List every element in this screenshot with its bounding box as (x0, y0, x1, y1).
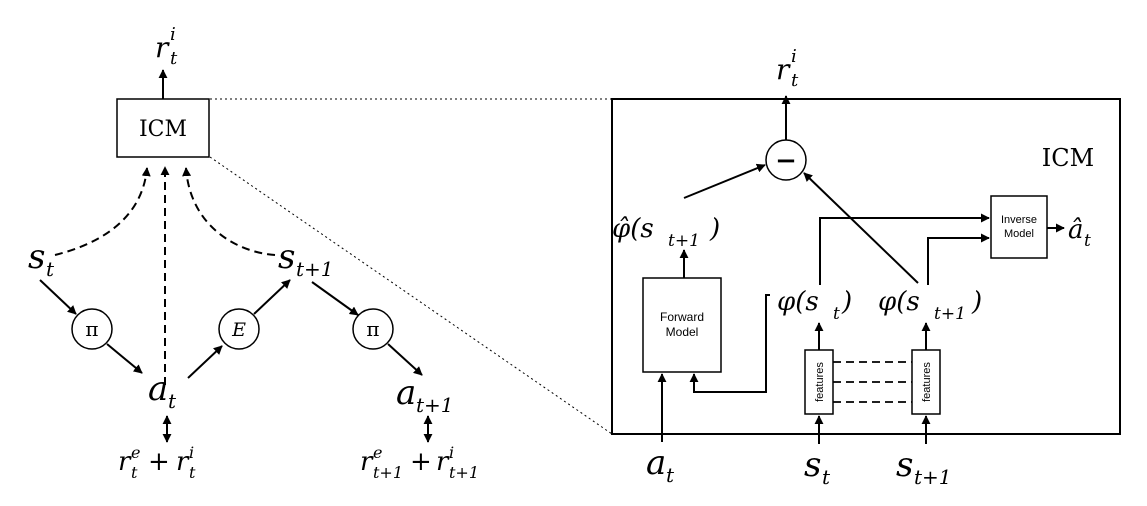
svg-text:t: t (46, 257, 55, 281)
right-phi-hat: φ̂(s t+1 ) (612, 214, 720, 251)
svg-text:r: r (155, 31, 170, 64)
right-predicted-action: â t (1068, 215, 1091, 251)
svg-text:φ(s: φ(s (878, 287, 920, 317)
svg-text:a: a (396, 373, 416, 413)
svg-text:t: t (1084, 231, 1091, 251)
svg-text:t+1: t+1 (296, 257, 334, 281)
svg-text:r: r (176, 447, 190, 477)
svg-text:t+1: t+1 (416, 393, 454, 417)
left-action-at1: a t+1 (396, 373, 454, 417)
left-environment-node (218, 308, 260, 350)
svg-text:r: r (360, 447, 374, 477)
right-phi-st: φ(s t ) (777, 287, 852, 324)
right-difference-node (765, 139, 807, 181)
svg-text:t: t (833, 304, 840, 324)
left-top-reward: r i t (155, 24, 178, 69)
left-reward-t1: r e t+1 + r i t+1 (360, 443, 479, 482)
left-pi1-to-at-arrow (106, 343, 143, 374)
svg-text:r: r (118, 447, 132, 477)
svg-text:t+1: t+1 (373, 463, 403, 482)
right-features-box-2 (911, 349, 941, 415)
svg-text:t: t (189, 463, 196, 482)
right-features-label-2: features (921, 362, 933, 402)
svg-text:i: i (791, 46, 797, 67)
svg-text:t: t (168, 389, 177, 413)
right-top-reward: r i t (776, 46, 799, 91)
svg-text:t: t (822, 465, 831, 489)
right-icm-frame (611, 98, 1121, 435)
right-phi-st-to-forward-arrow (689, 294, 770, 393)
right-state-st: s t (804, 445, 831, 489)
svg-text:a: a (646, 443, 666, 483)
svg-text:i: i (449, 443, 454, 462)
left-policy-label-2: π (366, 317, 379, 341)
zoom-line-bottom (209, 156, 613, 435)
left-at-to-env-arrow (187, 345, 223, 379)
svg-text:e: e (131, 443, 140, 462)
left-policy-label-1: π (85, 317, 98, 341)
left-state-st1: s t+1 (278, 237, 334, 281)
right-inverse-model-label-1: Inverse (1001, 214, 1037, 226)
right-phihat-to-minus-arrow (683, 163, 766, 199)
svg-text:t+1: t+1 (934, 304, 966, 324)
svg-text:â: â (1068, 215, 1084, 245)
right-phi-st1-to-minus-arrow (803, 172, 919, 284)
svg-text:r: r (436, 447, 450, 477)
svg-text:t+1: t+1 (449, 463, 479, 482)
right-inverse-model-box (990, 195, 1048, 259)
right-phi-st1: φ(s t+1 ) (878, 287, 982, 324)
right-forward-model-box (642, 277, 722, 373)
left-environment-label: E (231, 319, 246, 341)
svg-text:s: s (804, 445, 821, 485)
svg-text:): ) (709, 214, 720, 244)
svg-text:t: t (791, 70, 799, 91)
svg-text:e: e (373, 443, 382, 462)
svg-text:t+1: t+1 (914, 465, 952, 489)
svg-text:φ(s: φ(s (777, 287, 819, 317)
svg-text:s: s (28, 237, 45, 277)
svg-text:s: s (278, 237, 295, 277)
left-state-st: s t (28, 237, 55, 281)
right-features-box-1 (804, 349, 834, 415)
svg-text:t: t (170, 48, 178, 69)
svg-text:t: t (666, 463, 675, 487)
right-action-at: a t (646, 443, 675, 487)
left-dashed-st-to-icm (54, 167, 151, 256)
left-reward-t: r e t + r i t (118, 443, 196, 482)
svg-text:i: i (170, 24, 176, 45)
left-dashed-st1-to-icm (182, 167, 276, 256)
right-phi-st1-to-inverse-arrow (927, 233, 990, 285)
svg-text:t+1: t+1 (668, 231, 700, 251)
left-action-at: a t (148, 369, 177, 413)
right-panel: ICM r i t − φ̂(s t+1 ) Forward Model a t (611, 46, 1121, 489)
svg-text:φ̂(s: φ̂(s (612, 214, 654, 244)
left-st-to-pi1-arrow (39, 279, 77, 315)
right-inverse-model-label-2: Model (1004, 228, 1034, 240)
left-policy-node-1 (71, 308, 113, 350)
svg-text:s: s (896, 445, 913, 485)
right-forward-model-label-2: Model (666, 325, 699, 339)
svg-text:): ) (841, 287, 852, 317)
right-phi-st-to-inverse-arrow (819, 213, 990, 285)
left-icm-label: ICM (139, 117, 187, 142)
svg-text:r: r (776, 53, 791, 86)
svg-text:a: a (148, 369, 168, 409)
right-difference-label: − (775, 146, 797, 176)
right-features-label-1: features (814, 362, 826, 402)
right-forward-model-label-1: Forward (660, 310, 704, 324)
svg-text:t: t (131, 463, 138, 482)
left-icm-box (116, 98, 210, 158)
left-policy-node-2 (352, 308, 394, 350)
svg-text:+: + (410, 447, 432, 477)
svg-text:+: + (148, 447, 170, 477)
right-state-st1: s t+1 (896, 445, 952, 489)
right-icm-label: ICM (1042, 144, 1094, 172)
svg-text:): ) (971, 287, 982, 317)
left-pi2-to-at1-arrow (387, 343, 423, 376)
svg-text:i: i (189, 443, 194, 462)
left-st1-to-pi2-arrow (311, 281, 359, 316)
left-env-to-st1-arrow (253, 279, 291, 315)
left-panel: ICM r i t s t s t+1 π a t (28, 24, 479, 482)
